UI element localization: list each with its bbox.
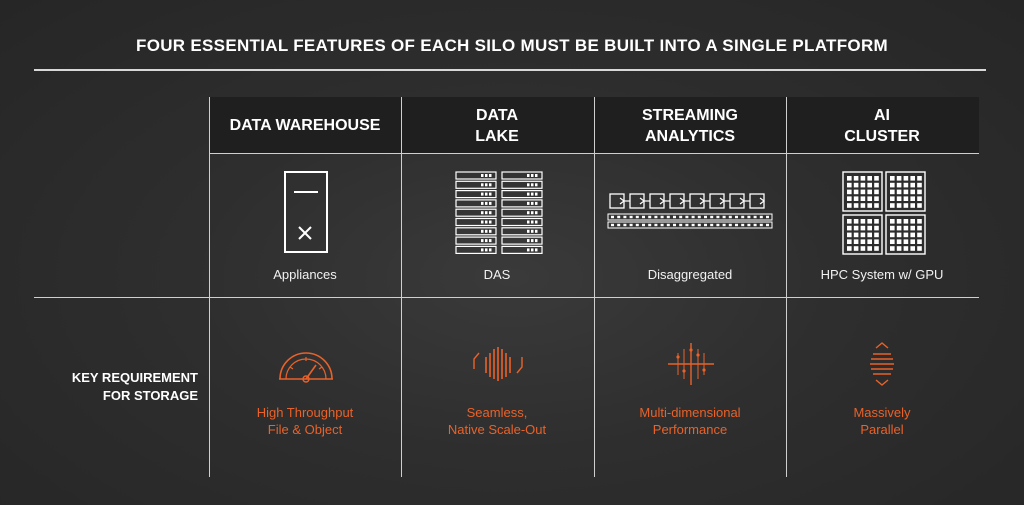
disaggregated-icon <box>607 192 773 230</box>
key-requirement-label: KEY REQUIREMENT FOR STORAGE <box>71 370 198 403</box>
requirement-multidimensional: Multi-dimensional Performance <box>639 405 741 437</box>
requirement-high-throughput: High Throughput File & Object <box>256 405 354 437</box>
speedometer-icon <box>276 343 336 383</box>
column-heading-data-warehouse: DATA WAREHOUSE <box>229 117 381 134</box>
system-label-disaggregated: Disaggregated <box>647 267 733 282</box>
scale-out-bars-icon <box>471 343 525 383</box>
grid-line <box>786 97 787 477</box>
grid-line <box>401 97 402 477</box>
multidimensional-axes-icon <box>664 341 718 387</box>
das-rack-icon <box>454 170 544 256</box>
system-label-appliances: Appliances <box>273 267 337 282</box>
appliance-server-icon <box>283 170 329 254</box>
page-title: FOUR ESSENTIAL FEATURES OF EACH SILO MUS… <box>136 36 888 55</box>
system-label-hpc-system: HPC System w/ GPU <box>820 267 944 282</box>
system-label-das: DAS <box>483 267 511 282</box>
parallel-stack-icon <box>868 341 896 387</box>
column-heading-data-lake: DATA LAKE <box>475 106 519 145</box>
title-divider <box>34 69 986 71</box>
requirement-native-scale-out: Seamless, Native Scale-Out <box>447 405 547 437</box>
grid-line <box>209 97 210 477</box>
column-heading-streaming-analytics: STREAMING ANALYTICS <box>642 106 738 145</box>
grid-line <box>34 297 979 298</box>
column-heading-ai-cluster: AI CLUSTER <box>844 106 920 145</box>
grid-line <box>594 97 595 477</box>
hpc-gpu-grid-icon <box>841 170 927 256</box>
requirement-massively-parallel: Massively Parallel <box>853 405 911 437</box>
grid-line <box>209 153 979 154</box>
